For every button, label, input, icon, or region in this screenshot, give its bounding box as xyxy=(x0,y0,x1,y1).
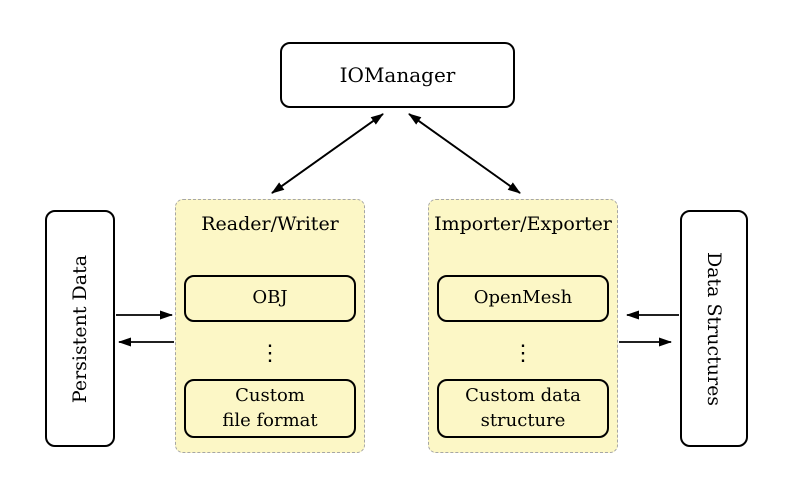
importer-exporter-title: Importer/Exporter xyxy=(434,213,612,235)
reader-writer-group: Reader/Writer OBJ ⋮ Custom file format xyxy=(175,199,365,453)
persistent-data-label: Persistent Data xyxy=(69,254,91,403)
obj-box: OBJ xyxy=(184,275,356,322)
custom-data-structure-line1: Custom data xyxy=(465,384,581,406)
data-structures-label: Data Structures xyxy=(703,251,725,406)
persistent-data-box: Persistent Data xyxy=(45,210,115,447)
custom-file-format-line2: file format xyxy=(222,409,318,431)
custom-data-structure-box: Custom data structure xyxy=(437,379,609,438)
vertical-ellipsis-icon: ⋮ xyxy=(512,341,534,366)
reader-writer-title: Reader/Writer xyxy=(201,213,339,235)
iomanager-box: IOManager xyxy=(280,42,515,108)
openmesh-box: OpenMesh xyxy=(437,275,609,322)
obj-label: OBJ xyxy=(252,287,288,309)
custom-file-format-line1: Custom xyxy=(235,384,305,406)
iomanager-label: IOManager xyxy=(339,63,456,87)
arrow-iomanager-to-readerwriter xyxy=(271,113,384,194)
vertical-ellipsis-icon: ⋮ xyxy=(259,341,281,366)
custom-file-format-box: Custom file format xyxy=(184,379,356,438)
openmesh-label: OpenMesh xyxy=(473,287,573,309)
importer-exporter-group: Importer/Exporter OpenMesh ⋮ Custom data… xyxy=(428,199,618,453)
arrow-iomanager-to-importerexporter xyxy=(408,113,521,194)
custom-data-structure-line2: structure xyxy=(480,409,566,431)
data-structures-box: Data Structures xyxy=(680,210,748,447)
